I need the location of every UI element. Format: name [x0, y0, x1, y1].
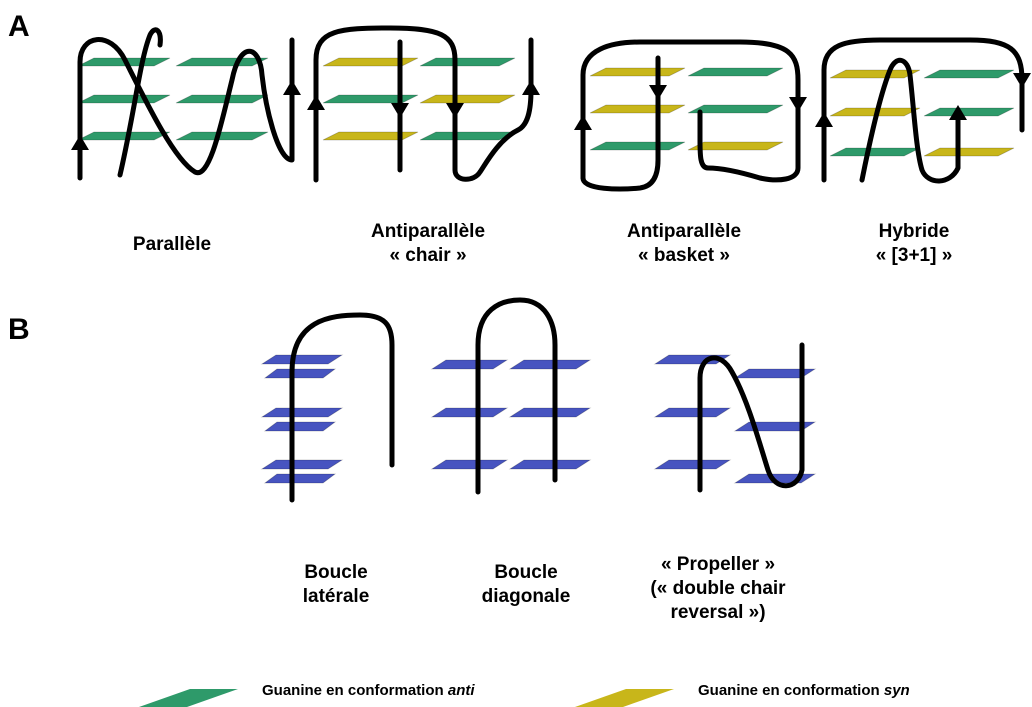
- guanine-plate-9: [323, 95, 418, 103]
- guanine-plate-2: [176, 58, 268, 66]
- guanine-plate-31: [432, 360, 507, 369]
- guanine-plate-13: [590, 68, 685, 76]
- direction-arrow-8: [649, 85, 667, 100]
- guanine-plate-22: [924, 108, 1014, 116]
- direction-arrow-2: [283, 80, 301, 95]
- guanine-plate-39: [655, 408, 730, 417]
- label-basket: Antiparallèle « basket »: [627, 220, 741, 268]
- label-propeller-loop: « Propeller » (« double chair reversal »…: [650, 553, 785, 625]
- legend-anti-swatch: [139, 689, 238, 707]
- strand-6: [583, 58, 658, 189]
- guanine-plate-12: [420, 132, 515, 140]
- strand-9: [292, 315, 392, 500]
- guanine-plate-8: [420, 58, 515, 66]
- direction-arrow-3: [307, 95, 325, 110]
- guanine-plate-10: [420, 95, 515, 103]
- strand-8: [862, 60, 958, 181]
- legend-anti-label: Guanine en conformation anti: [262, 682, 475, 699]
- direction-arrow-12: [1013, 73, 1031, 88]
- direction-arrow-9: [789, 97, 807, 112]
- guanine-plate-41: [655, 460, 730, 469]
- guanine-plate-35: [432, 460, 507, 469]
- guanine-plate-6: [176, 132, 268, 140]
- guanine-plate-14: [688, 68, 783, 76]
- guanine-plate-25: [262, 355, 342, 364]
- direction-arrow-10: [815, 112, 833, 127]
- label-parallel: Parallèle: [133, 233, 211, 257]
- direction-arrow-4: [391, 103, 409, 118]
- guanine-plate-30: [265, 474, 335, 483]
- guanine-plate-34: [510, 408, 590, 417]
- legend-syn-swatch: [575, 689, 674, 707]
- label-chair: Antiparallèle « chair »: [371, 220, 485, 268]
- guanine-plate-24: [924, 148, 1014, 156]
- guanine-plate-23: [830, 148, 920, 156]
- label-lateral-loop: Boucle latérale: [303, 561, 370, 609]
- direction-arrow-7: [574, 115, 592, 130]
- guanine-plate-3: [78, 95, 170, 103]
- guanine-plate-4: [176, 95, 268, 103]
- guanine-plate-11: [323, 132, 418, 140]
- guanine-plate-28: [265, 422, 335, 431]
- label-hybrid: Hybride « [3+1] »: [876, 220, 953, 268]
- label-diagonal-loop: Boucle diagonale: [482, 561, 571, 609]
- direction-arrow-5: [446, 103, 464, 118]
- legend-syn-label: Guanine en conformation syn: [698, 682, 910, 699]
- strand-3: [316, 28, 531, 180]
- guanine-plate-29: [262, 460, 342, 469]
- guanine-plate-19: [830, 70, 920, 78]
- guanine-plate-36: [510, 460, 590, 469]
- guanine-plate-32: [510, 360, 590, 369]
- guanine-plate-17: [590, 142, 685, 150]
- guanine-plate-7: [323, 58, 418, 66]
- guanine-plate-5: [78, 132, 170, 140]
- guanine-plate-20: [924, 70, 1014, 78]
- guanine-plate-33: [432, 408, 507, 417]
- guanine-plate-27: [262, 408, 342, 417]
- guanine-plate-26: [265, 369, 335, 378]
- direction-arrow-6: [522, 80, 540, 95]
- guanine-plate-15: [590, 105, 685, 113]
